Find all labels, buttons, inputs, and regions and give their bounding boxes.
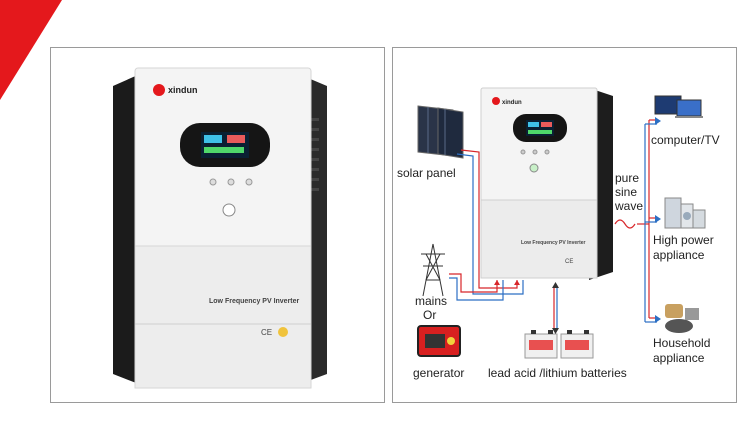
computer-tv-icon	[654, 95, 703, 118]
inverter-label-small: Low Frequency PV Inverter	[521, 240, 586, 246]
output-pure-label: pure	[615, 171, 640, 185]
generator-icon	[417, 325, 461, 357]
svg-text:xindun: xindun	[502, 100, 522, 106]
solar-panel-label: solar panel	[397, 166, 456, 180]
output-wave-label: wave	[615, 199, 644, 213]
transmission-tower-icon	[421, 243, 445, 297]
svg-text:CE: CE	[261, 328, 272, 337]
svg-text:xindun: xindun	[168, 85, 198, 95]
high-power-appliance-icon	[664, 197, 706, 229]
product-label: Low Frequency PV Inverter	[209, 298, 300, 305]
generator-label: generator	[413, 366, 465, 380]
high-power-label-line1: High power	[653, 233, 714, 247]
high-power-label-line2: appliance	[653, 248, 705, 262]
household-label-line2: appliance	[653, 351, 705, 365]
product-photo-panel: xindun CE Low Frequency PV Inverter	[50, 47, 385, 403]
solar-panel-icon	[417, 105, 464, 159]
household-appliance-icon	[665, 304, 699, 333]
inverter-illustration: xindun CE	[113, 67, 327, 389]
batteries-label: lead acid /lithium batteries	[488, 366, 627, 380]
battery-icon	[524, 330, 594, 359]
household-label-line1: Household	[653, 336, 711, 350]
output-sine-label: sine	[615, 185, 638, 199]
mains-label: mains	[415, 294, 448, 308]
diagram-drawing: xindun CE	[417, 87, 706, 359]
connection-diagram-panel: xindun CE	[392, 47, 737, 403]
computer-tv-label: computer/TV	[651, 133, 720, 147]
svg-text:CE: CE	[565, 259, 573, 265]
or-label: Or	[423, 308, 437, 322]
